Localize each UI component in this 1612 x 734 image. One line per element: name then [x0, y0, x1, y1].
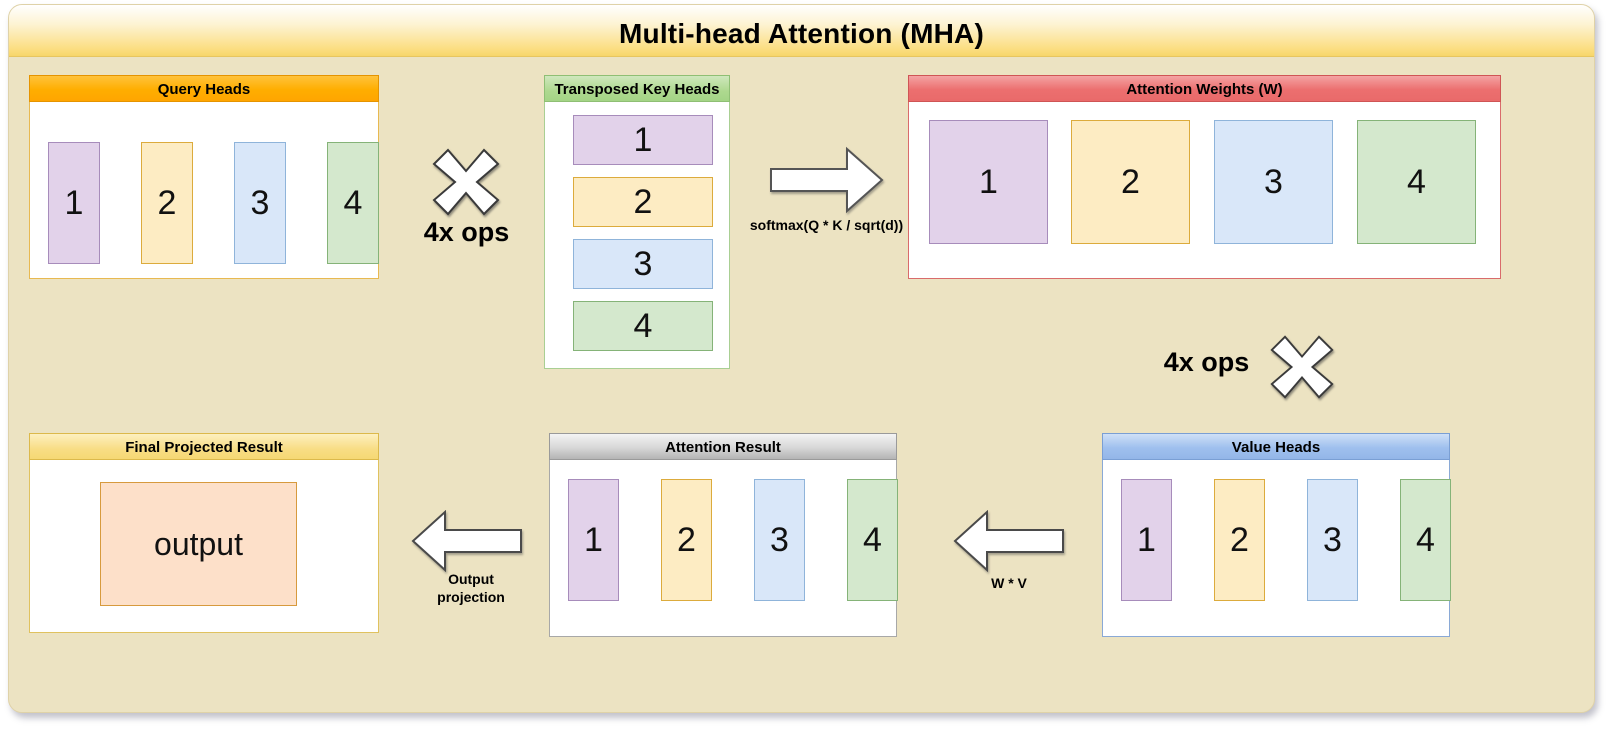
- output-projection-arrow-icon: [411, 509, 523, 573]
- head-chip: 3: [1307, 479, 1358, 601]
- head-chip: 1: [1121, 479, 1172, 601]
- group-final-projected-result: Final Projected Result output: [29, 433, 379, 633]
- arrow-left-glyph: [953, 509, 1064, 573]
- head-chip: 4: [327, 142, 379, 264]
- page-title: Multi-head Attention (MHA): [619, 18, 984, 49]
- group-attention-result: Attention Result 1 2 3 4: [549, 433, 898, 637]
- head-chip: 4: [573, 301, 713, 351]
- group-body-query-heads: 1 2 3 4: [29, 102, 379, 279]
- group-transposed-key-heads: Transposed Key Heads 1 2 3 4: [544, 75, 730, 369]
- head-chip: 4: [1400, 479, 1451, 601]
- wv-label: W * V: [991, 575, 1027, 591]
- wv-arrow-icon: [953, 509, 1065, 573]
- multiply-x-glyph: [432, 148, 500, 216]
- output-projection-label-line1: Output: [448, 571, 494, 587]
- head-chip: 2: [141, 142, 193, 264]
- head-chip: 3: [573, 239, 713, 289]
- head-chip: 2: [1071, 120, 1190, 244]
- group-header-query-heads: Query Heads: [29, 75, 379, 102]
- diagram-title-bar: Multi-head Attention (MHA): [9, 5, 1594, 57]
- qk-multiply-label: 4x ops: [423, 217, 510, 247]
- group-header-value-heads: Value Heads: [1102, 433, 1450, 460]
- group-query-heads: Query Heads 1 2 3 4: [29, 75, 379, 279]
- group-attention-weights: Attention Weights (W) 1 2 3 4: [908, 75, 1501, 279]
- group-body-final-result: output: [29, 460, 379, 633]
- mha-diagram-panel: Multi-head Attention (MHA) Query Heads 1…: [8, 4, 1595, 713]
- softmax-label: softmax(Q * K / sqrt(d)): [749, 217, 904, 233]
- arrow-right-glyph: [770, 146, 884, 214]
- group-body-attention-result: 1 2 3 4: [549, 460, 898, 637]
- head-chip: 1: [568, 479, 619, 601]
- group-value-heads: Value Heads 1 2 3 4: [1102, 433, 1451, 637]
- head-chip: 2: [1214, 479, 1265, 601]
- head-chip: 1: [929, 120, 1048, 244]
- head-chip: 1: [573, 115, 713, 165]
- head-chip: 1: [48, 142, 100, 264]
- group-header-key-heads: Transposed Key Heads: [544, 75, 730, 102]
- head-chip: 4: [1357, 120, 1476, 244]
- multiply-icon: [430, 146, 502, 218]
- group-header-attention-weights: Attention Weights (W): [908, 75, 1501, 102]
- group-header-final-result: Final Projected Result: [29, 433, 379, 460]
- group-body-key-heads: 1 2 3 4: [544, 102, 730, 369]
- head-chip: 2: [573, 177, 713, 227]
- group-body-attention-weights: 1 2 3 4: [908, 102, 1501, 279]
- arrow-left-glyph: [411, 509, 522, 573]
- head-chip: 3: [754, 479, 805, 601]
- output-projection-label-line2: projection: [437, 588, 505, 605]
- head-chip: 4: [847, 479, 898, 601]
- head-chip: 3: [1214, 120, 1333, 244]
- multiply-icon: [1268, 333, 1336, 401]
- output-block: output: [100, 482, 297, 606]
- multiply-x-glyph: [1270, 335, 1334, 399]
- wv-multiply-label: 4x ops: [1163, 347, 1250, 377]
- head-chip: 3: [234, 142, 286, 264]
- head-chip: 2: [661, 479, 712, 601]
- softmax-arrow-icon: [769, 145, 884, 215]
- output-projection-label: Output projection: [397, 571, 545, 606]
- group-header-attention-result: Attention Result: [549, 433, 897, 460]
- group-body-value-heads: 1 2 3 4: [1102, 460, 1451, 637]
